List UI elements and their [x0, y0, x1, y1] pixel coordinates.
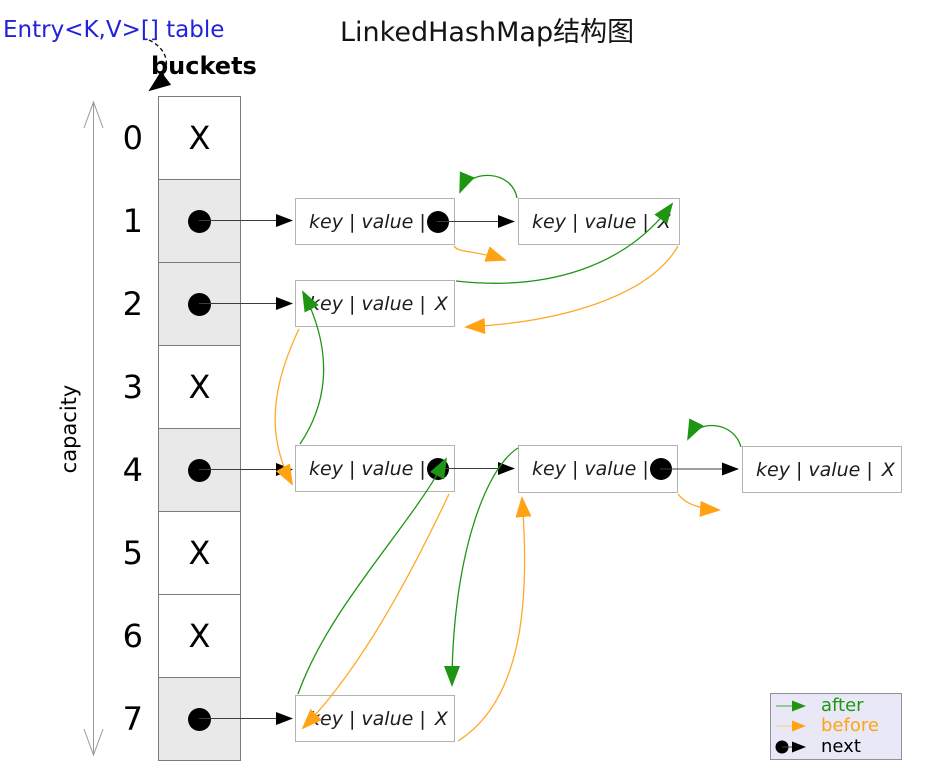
- before-arrow-n42-n43: [677, 493, 721, 517]
- null-next-mark: X: [881, 458, 895, 481]
- entry-node-text: key | value |: [756, 458, 873, 481]
- legend: after before next: [770, 693, 902, 760]
- entry-node-n71: key | value | X: [295, 695, 455, 742]
- after-arrow-n43-n42: [687, 418, 742, 448]
- before-arrow-n41-n71: [301, 493, 450, 730]
- legend-label-before: before: [821, 715, 879, 737]
- bucket-index-1: 1: [122, 201, 143, 240]
- entry-node-text: key | value |: [532, 458, 649, 480]
- entry-dot: [188, 292, 211, 316]
- entry-node-n11: key | value |: [295, 198, 455, 245]
- bucket-index-3: 3: [122, 367, 143, 406]
- entry-dot: [188, 209, 211, 233]
- legend-row-before: before: [773, 716, 897, 736]
- next-arrow-sample-icon: [775, 740, 806, 754]
- after-arrow-sample-icon: [776, 700, 806, 712]
- null-next-mark: X: [434, 707, 448, 730]
- bucket-cell-2: [158, 262, 241, 346]
- bucket-index-6: 6: [122, 616, 143, 655]
- before-arrow-n12-n21: [464, 245, 679, 335]
- bucket-cell-3: X: [158, 345, 241, 429]
- entry-dot: [188, 707, 211, 731]
- entry-node-n42: key | value |: [518, 445, 678, 493]
- after-arrow-n42-n71: [444, 447, 519, 687]
- bucket-index-5: 5: [122, 533, 143, 572]
- entry-node-text: key | value |: [309, 210, 426, 233]
- entry-node-text: key | value |: [532, 210, 649, 233]
- bucket-index-0: 0: [122, 118, 143, 157]
- entry-node-text: key | value |: [309, 707, 426, 730]
- bucket-cell-6: X: [158, 594, 241, 678]
- after-arrows: [297, 171, 742, 695]
- before-arrow-n11-n12: [453, 245, 507, 262]
- next-pointer-dot: [427, 457, 449, 480]
- before-arrow-sample-icon: [776, 720, 806, 732]
- entry-dot: [188, 458, 211, 482]
- entry-node-n21: key | value | X: [295, 280, 455, 327]
- after-arrow-n12-n11: [459, 171, 518, 199]
- null-next-mark: X: [434, 292, 448, 315]
- null-next-mark: X: [657, 210, 671, 233]
- capacity-axis-label: capacity: [57, 384, 81, 474]
- after-arrow-n71-n41: [297, 457, 447, 695]
- buckets-label: buckets: [151, 52, 257, 80]
- bucket-index-7: 7: [122, 699, 143, 738]
- entry-node-text: key | value |: [309, 292, 426, 315]
- bucket-cell-1: [158, 179, 241, 263]
- bucket-index-2: 2: [122, 284, 143, 323]
- next-pointer-dot: [650, 458, 672, 480]
- empty-slot-mark: X: [188, 368, 211, 406]
- before-arrow-n71-n42: [457, 496, 532, 742]
- entry-node-n41: key | value |: [295, 445, 455, 492]
- entry-node-text: key | value |: [309, 457, 426, 480]
- entry-node-n43: key | value | X: [742, 446, 902, 493]
- legend-label-after: after: [821, 695, 864, 717]
- legend-row-after: after: [773, 696, 897, 716]
- empty-slot-mark: X: [188, 119, 211, 157]
- entry-node-n12: key | value | X: [518, 198, 680, 245]
- bucket-index-4: 4: [122, 450, 143, 489]
- legend-row-next: next: [773, 737, 897, 757]
- legend-label-next: next: [821, 735, 861, 757]
- bucket-cell-5: X: [158, 511, 241, 595]
- empty-slot-mark: X: [188, 617, 211, 655]
- table-field-label: Entry<K,V>[] table: [3, 17, 225, 43]
- empty-slot-mark: X: [188, 534, 211, 572]
- bucket-cell-4: [158, 428, 241, 512]
- page-title: LinkedHashMap结构图: [340, 17, 635, 48]
- next-pointer-dot: [427, 210, 449, 233]
- bucket-cell-0: X: [158, 96, 241, 180]
- bucket-cell-7: [158, 677, 241, 761]
